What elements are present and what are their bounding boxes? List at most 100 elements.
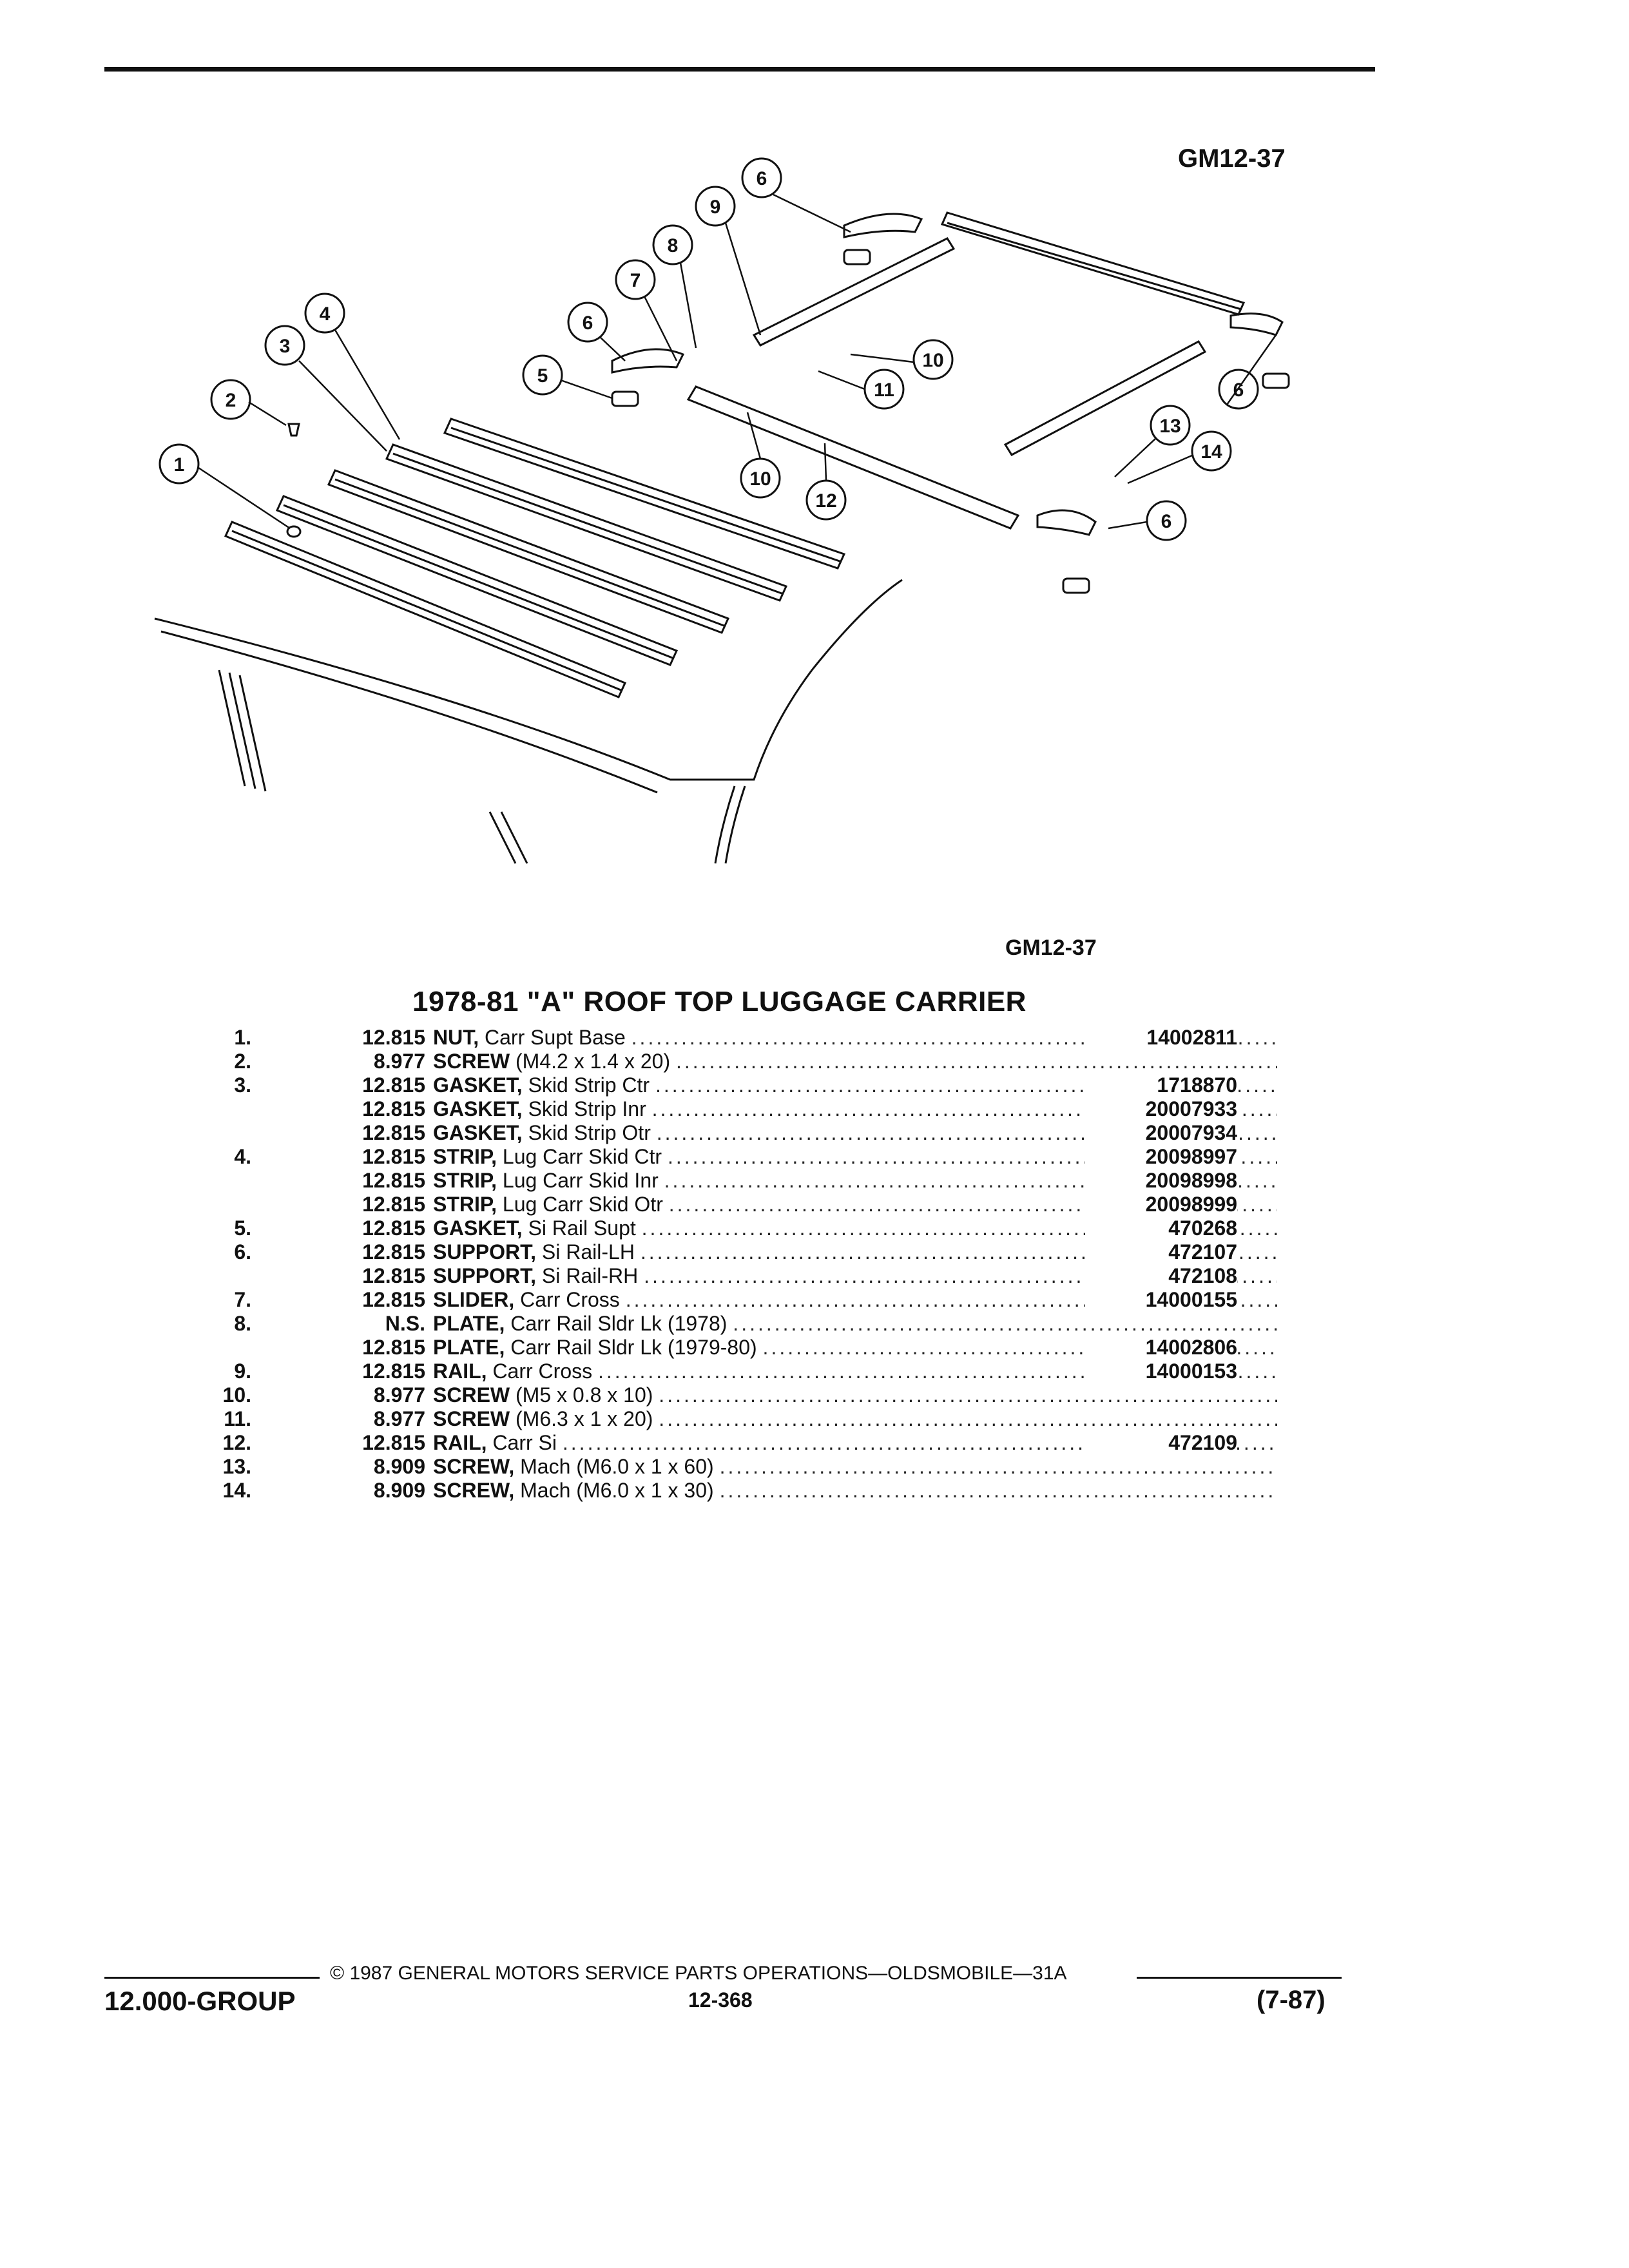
svg-text:8: 8 <box>668 235 679 256</box>
figure-id-top: GM12-37 <box>1178 144 1286 173</box>
svg-text:7: 7 <box>630 270 641 291</box>
item-index: 8. <box>234 1312 251 1335</box>
group-number: 12.815 <box>362 1288 425 1311</box>
part-name: GASKET, <box>433 1121 523 1144</box>
support-4 <box>1036 509 1097 536</box>
svg-text:10: 10 <box>749 468 771 490</box>
svg-text:6: 6 <box>583 312 593 334</box>
footer-rule-left <box>104 1977 320 1979</box>
part-name: GASKET, <box>433 1216 523 1240</box>
part-number: 20098998 <box>1085 1169 1237 1193</box>
part-detail: Mach (M6.0 x 1 x 60) <box>520 1455 714 1478</box>
dot-leader: ........................................… <box>675 1050 1277 1073</box>
nut-1 <box>286 525 302 538</box>
item-index: 12. <box>222 1431 251 1454</box>
item-index: 6. <box>234 1240 251 1264</box>
part-description: GASKET, Skid Strip Inr .................… <box>433 1097 1277 1121</box>
group-number: 12.815 <box>362 1336 425 1359</box>
part-name: PLATE, <box>433 1336 505 1359</box>
item-index: 5. <box>234 1216 251 1240</box>
item-index: 14. <box>222 1479 251 1502</box>
svg-text:10: 10 <box>922 350 943 371</box>
part-description: SCREW (M5 x 0.8 x 10) ..................… <box>433 1383 1277 1407</box>
svg-text:14: 14 <box>1200 441 1222 463</box>
part-number: 472107 <box>1085 1240 1237 1264</box>
gasket-d <box>1062 577 1090 594</box>
dot-leader: ........................................… <box>659 1383 1277 1407</box>
item-index: 11. <box>224 1407 251 1430</box>
item-index: 9. <box>234 1360 251 1383</box>
support-3 <box>1229 312 1284 336</box>
part-name: SLIDER, <box>433 1288 515 1311</box>
group-number: 12.815 <box>362 1145 425 1168</box>
svg-text:6: 6 <box>1161 511 1172 532</box>
part-number: 20007934 <box>1085 1121 1237 1145</box>
part-name: SCREW, <box>433 1455 515 1478</box>
part-description: PLATE, Carr Rail Sldr Lk (1978) ........… <box>433 1312 1277 1336</box>
svg-text:2: 2 <box>226 390 236 411</box>
parts-row: 8.N.S.PLATE, Carr Rail Sldr Lk (1978) ..… <box>193 1312 1277 1336</box>
part-description: SCREW, Mach (M6.0 x 1 x 30) ............… <box>433 1479 1277 1503</box>
gasket-c <box>1262 372 1290 389</box>
part-name: RAIL, <box>433 1431 487 1454</box>
part-number: 1718870 <box>1085 1073 1237 1097</box>
group-number: 12.815 <box>362 1121 425 1144</box>
group-number: 12.815 <box>362 1169 425 1192</box>
part-detail: Lug Carr Skid Inr <box>502 1169 659 1192</box>
roof-outline-inner <box>160 630 658 794</box>
part-name: SCREW, <box>433 1479 515 1502</box>
item-index: 13. <box>222 1455 251 1478</box>
group-number: 12.815 <box>362 1431 425 1454</box>
part-name: SCREW <box>433 1050 510 1073</box>
part-detail: Carr Supt Base <box>485 1026 626 1049</box>
dot-leader: ........................................… <box>659 1407 1277 1430</box>
support-2 <box>611 348 685 374</box>
part-number: 14000155 <box>1085 1288 1237 1312</box>
part-number: 470268 <box>1085 1216 1237 1240</box>
item-index: 4. <box>234 1145 251 1168</box>
item-index: 7. <box>234 1288 251 1311</box>
part-name: SUPPORT, <box>433 1240 537 1264</box>
skid-strip-3 <box>275 495 679 666</box>
group-number: 12.815 <box>362 1360 425 1383</box>
skid-strip-2 <box>327 469 730 634</box>
part-number: 14002811 <box>1085 1026 1237 1050</box>
group-number: 8.977 <box>373 1407 425 1430</box>
part-detail: (M5 x 0.8 x 10) <box>516 1383 653 1407</box>
part-description: SCREW (M4.2 x 1.4 x 20) ................… <box>433 1050 1277 1073</box>
footer-rule-right <box>1137 1977 1342 1979</box>
part-name: SCREW <box>433 1383 510 1407</box>
group-number: 12.815 <box>362 1026 425 1049</box>
dot-leader: ........................................… <box>719 1455 1277 1478</box>
part-number: 14002806 <box>1085 1336 1237 1360</box>
gasket-a <box>843 249 871 265</box>
part-detail: Carr Si <box>492 1431 557 1454</box>
part-description: SCREW, Mach (M6.0 x 1 x 60) ............… <box>433 1455 1277 1479</box>
support-1 <box>843 213 923 238</box>
svg-text:11: 11 <box>874 380 894 401</box>
part-detail: Si Rail-RH <box>541 1264 639 1287</box>
screw-2 <box>287 423 300 437</box>
part-number: 20098997 <box>1085 1145 1237 1169</box>
skid-strip-4 <box>224 521 627 698</box>
dot-leader: ........................................… <box>719 1479 1277 1502</box>
figure-id-bottom: GM12-37 <box>1005 936 1097 960</box>
roof-outline <box>154 579 903 781</box>
item-index: 2. <box>234 1050 251 1073</box>
svg-text:4: 4 <box>320 303 331 325</box>
svg-text:3: 3 <box>280 336 291 357</box>
part-detail: (M6.3 x 1 x 20) <box>516 1407 653 1430</box>
part-name: SUPPORT, <box>433 1264 537 1287</box>
